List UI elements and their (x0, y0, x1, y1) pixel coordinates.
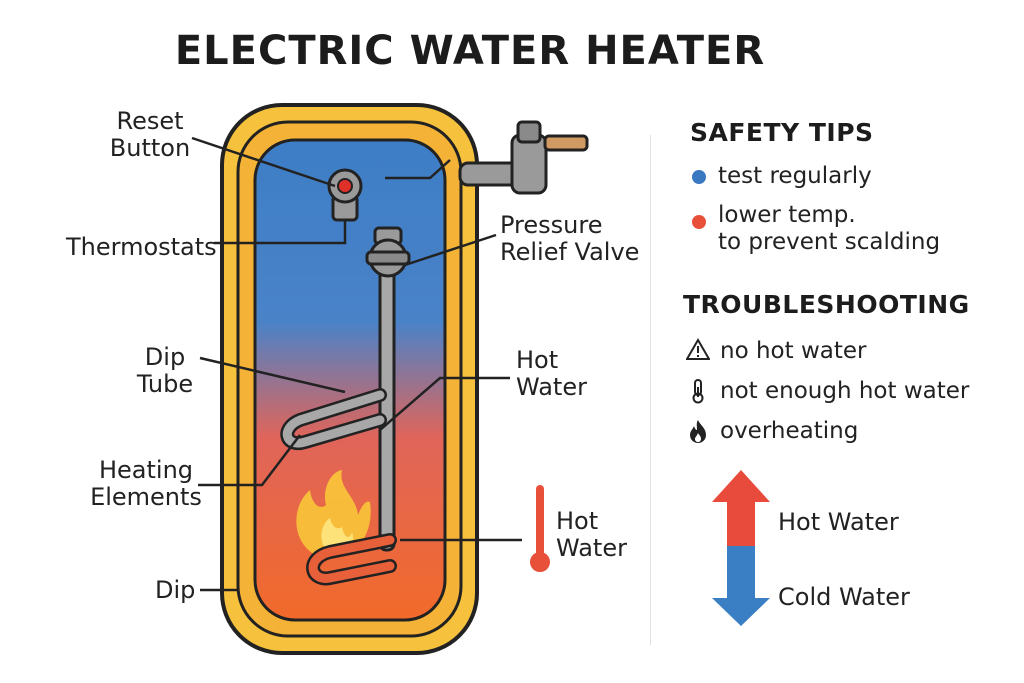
blue-bullet-icon (692, 170, 706, 184)
rod-valve-graphic (365, 226, 411, 278)
troubleshooting-text: not enough hot water (720, 378, 970, 404)
safety-tips-heading: SAFETY TIPS (690, 118, 874, 147)
label-hot-water-upper: Hot Water (516, 346, 587, 401)
flow-hot-water-label: Hot Water (778, 508, 899, 536)
troubleshooting-text: overheating (720, 418, 859, 444)
leader-lines (191, 136, 522, 592)
column-divider (650, 135, 651, 645)
label-reset-button: Reset Button (109, 107, 191, 162)
label-hot-water-lower: Hot Water (556, 507, 627, 562)
label-thermostats: Thermostats (66, 233, 217, 261)
safety-tip-text: test regularly (718, 163, 872, 189)
label-dip: Dip (155, 576, 196, 604)
flame-icon (686, 418, 710, 444)
reset-button-graphic (327, 168, 363, 222)
troubleshooting-heading: TROUBLESHOOTING (683, 290, 970, 319)
label-heating-elements: Heating Elements (90, 456, 202, 511)
red-bullet-icon (692, 215, 706, 229)
safety-tip-item: lower temp. to prevent scalding (692, 202, 940, 256)
thermometer-graphic (530, 485, 550, 572)
troubleshooting-item: overheating (686, 418, 858, 445)
pressure-relief-valve-graphic (458, 120, 589, 195)
safety-tip-text: lower temp. to prevent scalding (718, 202, 941, 255)
page-title: ELECTRIC WATER HEATER (174, 28, 766, 74)
troubleshooting-item: no hot water (686, 338, 866, 365)
label-dip-tube: Dip Tube (136, 343, 194, 398)
thermometer-icon (686, 378, 710, 404)
label-pressure-relief-valve: Pressure Relief Valve (500, 211, 640, 266)
warning-icon (686, 338, 710, 362)
flow-cold-water-label: Cold Water (778, 583, 910, 611)
troubleshooting-text: no hot water (720, 338, 867, 364)
hot-cold-flow-arrow (712, 470, 770, 626)
safety-tip-item: test regularly (692, 163, 872, 190)
troubleshooting-item: not enough hot water (686, 378, 969, 405)
